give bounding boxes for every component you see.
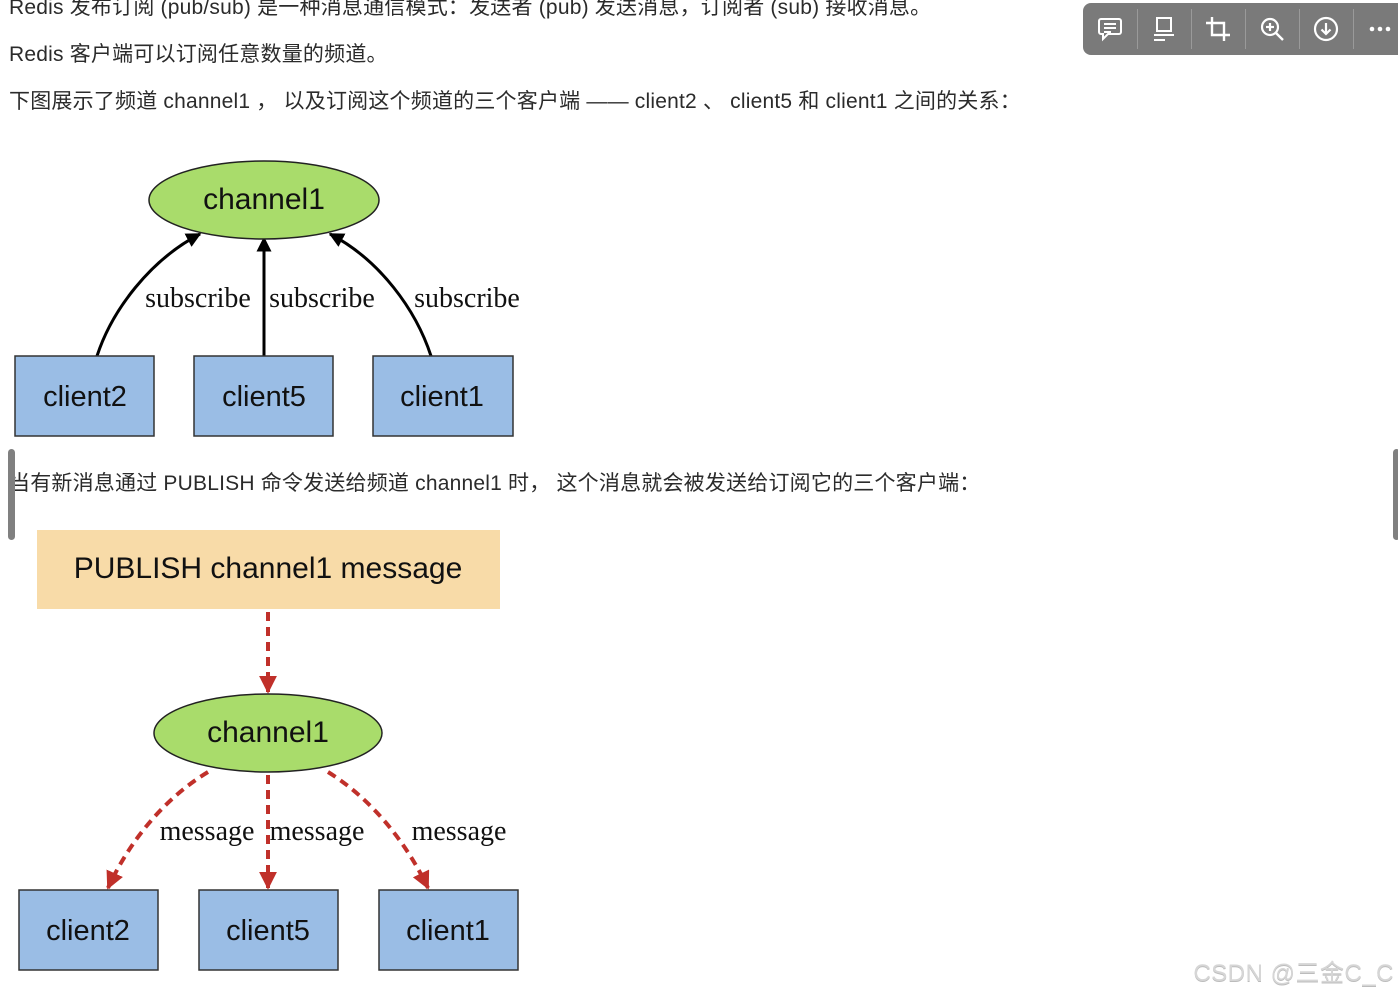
client-label-client5: client5 [226, 915, 310, 947]
zoom-in-button[interactable] [1245, 3, 1299, 55]
publish-command-node [37, 530, 500, 609]
edge-label-client2: subscribe [145, 283, 251, 314]
subscribe-diagram[interactable]: channel1 subscribe subscribe subscribe c… [0, 150, 540, 450]
publish-command-label: PUBLISH channel1 message [74, 552, 463, 585]
comment-button[interactable] [1083, 3, 1137, 55]
download-icon [1313, 16, 1339, 42]
client-node-client5 [193, 355, 334, 437]
client-node-client1 [372, 355, 514, 437]
channel-node [148, 160, 380, 240]
message-edge-client2 [106, 770, 210, 890]
client-label-client2: client2 [46, 915, 130, 947]
paragraph-pubsub-intro: Redis 发布订阅 (pub/sub) 是一种消息通信模式：发送者 (pub)… [9, 0, 932, 19]
message-edge-client1 [326, 770, 430, 890]
crop-icon [1206, 17, 1230, 41]
client-label-client1: client1 [406, 915, 490, 947]
publish-diagram[interactable]: PUBLISH channel1 message channel1 messag… [0, 520, 540, 980]
paragraph-clients-subscribe: Redis 客户端可以订阅任意数量的频道。 [9, 43, 388, 66]
subscribe-edge-client1 [328, 232, 433, 357]
more-button[interactable] [1353, 3, 1398, 55]
client-label-client5: client5 [222, 381, 306, 413]
more-icon [1369, 26, 1391, 32]
display-mode-button[interactable] [1137, 3, 1191, 55]
paragraph-diagram-intro: 下图展示了频道 channel1 ， 以及订阅这个频道的三个客户端 —— cli… [9, 90, 1021, 113]
image-resize-handle-left[interactable] [8, 449, 15, 540]
edge-label-client2: message [160, 816, 255, 847]
client-node-client5 [198, 889, 339, 971]
image-caption-icon [1154, 17, 1174, 41]
channel-label: channel1 [207, 716, 329, 749]
image-resize-handle-right[interactable] [1393, 449, 1398, 540]
client-label-client1: client1 [400, 381, 484, 413]
subscribe-edge-client2 [95, 232, 202, 357]
channel-node [153, 693, 383, 773]
client-node-client1 [378, 889, 519, 971]
channel-label: channel1 [203, 183, 325, 216]
zoom-in-icon [1260, 17, 1284, 41]
paragraph-publish-intro: 当有新消息通过 PUBLISH 命令发送给频道 channel1 时， 这个消息… [9, 472, 981, 495]
edge-label-client5: subscribe [269, 283, 375, 314]
client-node-client2 [18, 889, 159, 971]
edge-label-client5: message [270, 816, 365, 847]
client-label-client2: client2 [43, 381, 127, 413]
comment-icon [1098, 18, 1122, 42]
crop-button[interactable] [1191, 3, 1245, 55]
edge-label-client1: message [412, 816, 507, 847]
download-button[interactable] [1299, 3, 1353, 55]
edge-label-client1: subscribe [414, 283, 520, 314]
client-node-client2 [14, 355, 155, 437]
watermark: CSDN @三金C_C [1193, 960, 1394, 987]
image-toolbar [1083, 3, 1398, 55]
